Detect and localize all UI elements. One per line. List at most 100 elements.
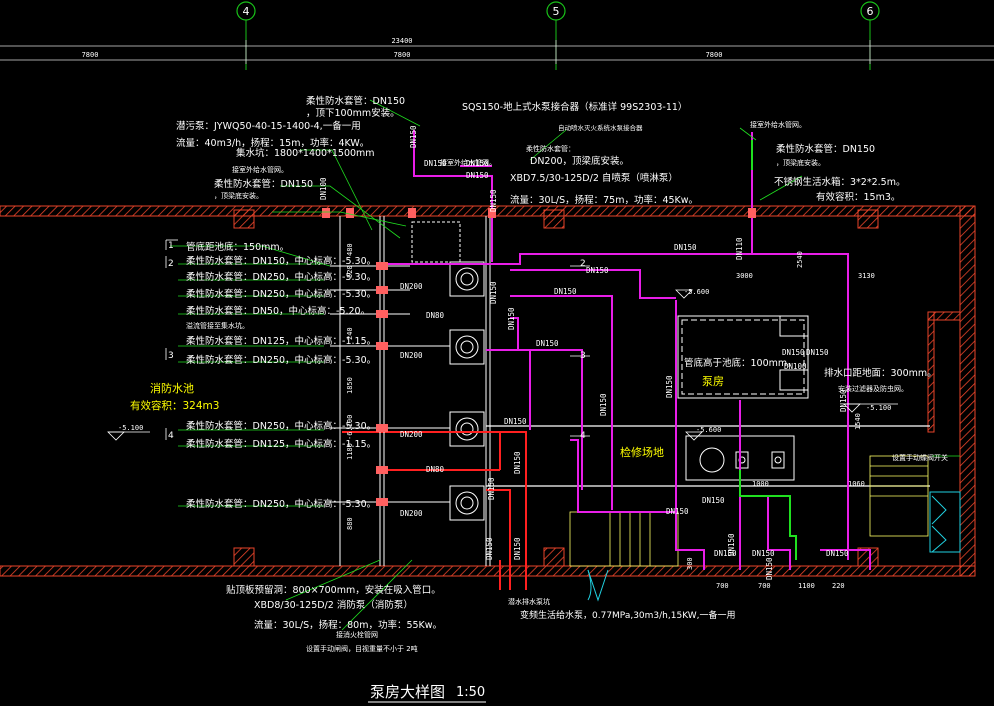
dim-span-1: 7800 <box>82 51 99 59</box>
pipe-label: DN150 <box>424 159 447 168</box>
pipe-label: DN150 <box>839 389 848 412</box>
room-maintenance: 检修场地 <box>620 445 664 459</box>
pipe-label: DN150 <box>752 549 775 558</box>
note-top-1: 柔性防水套管：DN150 <box>306 95 405 107</box>
note-right-3: 安装过滤器及防虫网。 <box>838 384 908 393</box>
sleeve-pipes <box>330 216 450 566</box>
dim-total: 23400 <box>391 37 412 45</box>
sleeve-markers <box>322 208 756 506</box>
drawing-scale: 1:50 <box>456 685 485 700</box>
section-marks <box>165 239 590 440</box>
pool-name: 消防水池 <box>150 381 194 395</box>
note-top-7: 集水坑：1800*1400*1500mm <box>236 147 375 159</box>
note-bottom-5: 设置手动闸阀，目视重量不小于 2吨 <box>306 644 418 653</box>
dim-span-3: 7800 <box>706 51 723 59</box>
pipe-label: DN110 <box>735 237 744 260</box>
pipe-label: DN200 <box>400 282 423 291</box>
level-mid: -5.600 <box>684 288 709 296</box>
section-mark-3: 3 <box>168 351 174 361</box>
pipe-label: DN200 <box>400 351 423 360</box>
dim: 2540 <box>796 251 804 268</box>
pipe-label: DN150 <box>513 451 522 474</box>
note-top-14: ，顶梁底安装。 <box>214 191 263 200</box>
note-left-7: 柔性防水套管：DN125，中心标高：-1.15。 <box>186 335 376 347</box>
pipe-label: DN80 <box>426 311 445 320</box>
note-bottom-1: 贴顶板预留洞：800×700mm，安装在吸入管口。 <box>226 584 441 596</box>
pipe-label: DN150 <box>485 537 494 560</box>
dim: 700 <box>716 582 729 590</box>
note-left-9: 柔性防水套管：DN250，中心标高：-5.30。 <box>186 420 376 432</box>
note-top-19: 接室外给水管网。 <box>440 158 496 167</box>
note-top-18: 有效容积：15m3。 <box>816 191 900 203</box>
fire-pumps <box>411 221 485 521</box>
note-left-8: 柔性防水套管：DN250，中心标高：-5.30。 <box>186 354 376 366</box>
dim: 1060 <box>848 480 865 488</box>
pipe-label: DN150 <box>504 417 527 426</box>
pipe-label: DN150 <box>765 557 774 580</box>
axis-bubble-4: 4 <box>236 1 256 21</box>
pipe-label: DN150 <box>489 189 498 212</box>
level-left: -5.100 <box>118 424 143 432</box>
dim: 300 <box>686 557 694 570</box>
pipe-label: DN150 <box>826 549 849 558</box>
dim: 1540 <box>854 413 862 430</box>
pipe-label: DN200 <box>400 430 423 439</box>
svg-text:5: 5 <box>553 5 560 18</box>
level-pump: -5.600 <box>696 426 721 434</box>
pipe-label: DN80 <box>426 465 445 474</box>
pipe-label: DN150 <box>666 507 689 516</box>
pipe-label: DN150 <box>665 375 674 398</box>
note-top-8: 柔性防水套管： <box>526 144 575 153</box>
section-mark-4r: 4 <box>580 431 586 441</box>
dim: 1850 <box>346 377 354 394</box>
axis-bubble-6: 6 <box>860 1 880 21</box>
pool-capacity: 有效容积：324m3 <box>130 399 219 412</box>
drawing-title: 泵房大样图 <box>370 683 445 701</box>
section-mark-4: 4 <box>168 431 174 441</box>
dim: 220 <box>832 582 845 590</box>
note-top-5: 潜污泵：JYWQ50-40-15-1400-4,一备一用 <box>176 120 361 132</box>
dim: 240 <box>346 327 354 340</box>
dim-span-2: 7800 <box>394 51 411 59</box>
note-left-5: 柔性防水套管：DN50，中心标高：-5.20。 <box>186 305 370 317</box>
pipe-label: DN150 <box>507 307 516 330</box>
note-top-16: 柔性防水套管：DN150 <box>214 178 313 190</box>
level-sump: -6.100 <box>346 415 354 440</box>
pipe-label: DN100 <box>784 362 807 371</box>
pipe-label: DN150 <box>489 281 498 304</box>
building-walls <box>0 205 976 577</box>
note-top-13: 柔性防水套管：DN150 <box>776 143 875 155</box>
pipe-label: DN150 <box>806 348 829 357</box>
note-top-17: 不锈钢生活水箱：3*2*2.5m。 <box>774 176 905 188</box>
dim: 480 <box>346 243 354 256</box>
section-mark-2: 2 <box>168 259 174 269</box>
pipe-label: DN200 <box>400 509 423 518</box>
note-top-10: XBD7.5/30-125D/2 自喷泵（喷淋泵） <box>510 172 678 184</box>
note-bottom-4: 接消火栓管网 <box>336 630 378 639</box>
dim: 1100 <box>798 582 815 590</box>
note-right-4: 设置手动蝶阀开关 <box>892 453 948 462</box>
green-pipes <box>739 140 797 560</box>
leader-lines <box>170 99 960 631</box>
pipe-label: DN150 <box>554 287 577 296</box>
note-bottom-2: XBD8/30-125D/2 消防泵（消防泵） <box>254 599 413 611</box>
note-left-10: 柔性防水套管：DN125，中心标高：-1.15。 <box>186 438 376 450</box>
section-mark-3r: 3 <box>580 351 586 361</box>
note-top-11: 流量：30L/S，扬程：75m，功率：45Kw。 <box>510 194 698 206</box>
note-top-6: 流量：40m3/h，扬程：15m，功率：4KW。 <box>176 137 369 149</box>
pipe-label: DN150 <box>727 533 736 556</box>
red-pipes <box>342 431 527 590</box>
note-left-1: 管底距池底：150mm。 <box>186 241 289 253</box>
stairs <box>569 455 929 567</box>
note-right-2: 排水口距地面：300mm。 <box>824 367 937 379</box>
pipe-label: DN100 <box>319 177 328 200</box>
pipe-label: DN150 <box>487 477 496 500</box>
pipe-label: DN150 <box>586 266 609 275</box>
note-top-12: 接室外给水管网。 <box>232 165 288 174</box>
svg-text:6: 6 <box>867 5 874 18</box>
dim: 520 <box>346 265 354 278</box>
note-bottom-7: 变频生活给水泵，0.77MPa,30m3/h,15KW,一备一用 <box>520 609 736 621</box>
section-mark-1: 1 <box>168 241 174 251</box>
